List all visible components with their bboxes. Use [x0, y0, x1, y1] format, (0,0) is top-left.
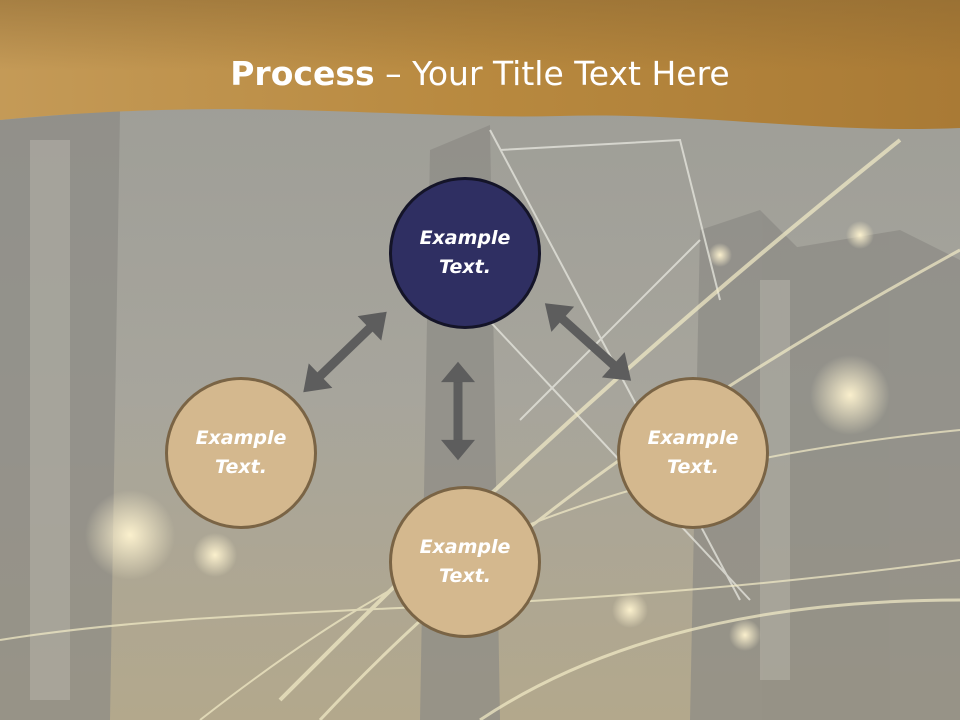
node-right-text: Example Text.: [647, 427, 739, 478]
node-bottom: Example Text.: [389, 486, 541, 638]
arrow-top-right: [533, 290, 643, 394]
title-bold: Process: [230, 54, 375, 93]
node-left-text: Example Text.: [195, 427, 287, 478]
node-top-text: Example Text.: [419, 227, 511, 278]
slide-title: Process – Your Title Text Here: [0, 52, 960, 96]
node-top: Example Text.: [389, 177, 541, 329]
title-rest: – Your Title Text Here: [374, 54, 730, 93]
node-left: Example Text.: [165, 377, 317, 529]
node-right: Example Text.: [617, 377, 769, 529]
arrow-top-left: [291, 299, 399, 405]
node-bottom-text: Example Text.: [419, 536, 511, 587]
arrow-top-bottom: [441, 361, 475, 461]
